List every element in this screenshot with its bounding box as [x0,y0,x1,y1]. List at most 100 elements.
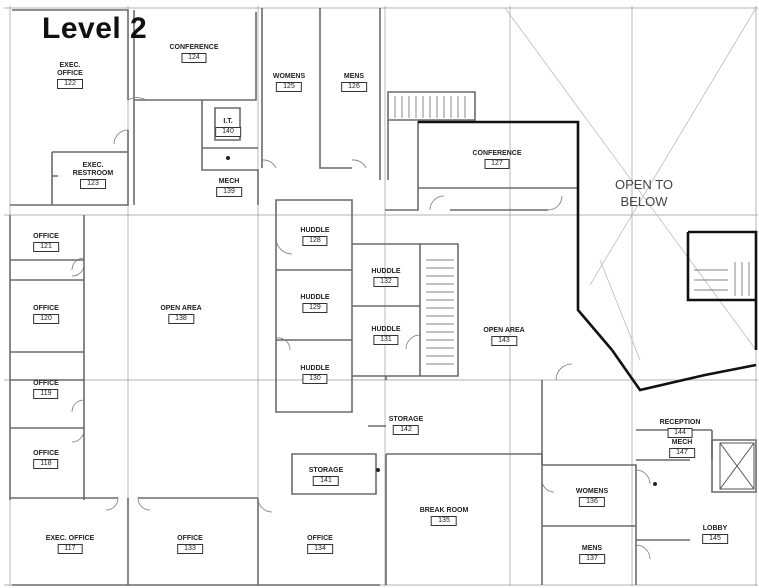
room-number: 124 [181,53,207,63]
room-number: 138 [168,314,194,324]
room-number: 130 [302,374,328,384]
room-conference-124[interactable]: CONFERENCE 124 [169,44,219,63]
room-name: CONFERENCE [169,44,219,51]
room-womens-136[interactable]: WOMENS 136 [576,488,608,507]
room-number: 133 [177,544,203,554]
elevator-shaft [719,442,755,490]
room-exec-office-122[interactable]: EXEC. OFFICE 122 [46,62,94,89]
column-grid [4,6,758,586]
room-storage-141[interactable]: STORAGE 141 [308,467,344,486]
room-lobby-145[interactable]: LOBBY 145 [702,525,728,544]
mech-markers [226,156,657,486]
room-mech-139[interactable]: MECH 139 [216,178,242,197]
room-name: HUDDLE [371,326,401,333]
room-number: 140 [215,127,241,137]
room-office-134[interactable]: OFFICE 134 [307,535,333,554]
room-open-area-138[interactable]: OPEN AREA 138 [160,305,202,324]
room-number: 127 [484,159,510,169]
room-break-room-135[interactable]: BREAK ROOM 135 [419,507,469,526]
room-exec-office-117[interactable]: EXEC. OFFICE 117 [45,535,95,554]
atrium-outline [418,120,758,392]
room-number: 131 [373,335,399,345]
room-name: OFFICE [33,380,59,387]
room-name: MENS [581,545,603,552]
room-mech-147[interactable]: MECH 147 [669,439,695,458]
room-storage-142[interactable]: STORAGE 142 [388,416,424,435]
room-name: HUDDLE [371,268,401,275]
room-number: 144 [667,428,693,438]
room-number: 135 [431,516,457,526]
room-name: OFFICE [33,233,59,240]
room-number: 126 [341,82,367,92]
room-huddle-131[interactable]: HUDDLE 131 [371,326,401,345]
room-number: 118 [33,459,59,469]
stair-treads [394,96,750,365]
room-office-119[interactable]: OFFICE 119 [33,380,59,399]
room-huddle-128[interactable]: HUDDLE 128 [300,227,330,246]
open-to-below-label: OPEN TO BELOW [615,176,673,210]
room-name: OPEN AREA [160,305,202,312]
room-mens-126[interactable]: MENS 126 [341,73,367,92]
room-name: HUDDLE [300,365,330,372]
room-huddle-129[interactable]: HUDDLE 129 [300,294,330,313]
room-open-area-143[interactable]: OPEN AREA 143 [483,327,525,346]
room-number: 120 [33,314,59,324]
room-name: WOMENS [272,73,306,80]
room-office-120[interactable]: OFFICE 120 [33,305,59,324]
room-number: 147 [669,448,695,458]
room-number: 129 [302,303,328,313]
room-number: 128 [302,236,328,246]
room-womens-125[interactable]: WOMENS 125 [273,73,305,92]
room-name: I.T. [223,118,233,125]
room-name: EXEC. OFFICE [45,535,95,542]
room-exec-restroom-123[interactable]: EXEC. RESTROOM 123 [69,162,117,189]
room-number: 122 [57,79,83,89]
room-name: OFFICE [33,305,59,312]
room-name: OFFICE [33,450,59,457]
room-name: MECH [671,439,693,446]
room-reception-144[interactable]: RECEPTION 144 [659,419,701,438]
room-number: 143 [491,336,517,346]
room-number: 134 [307,544,333,554]
room-office-118[interactable]: OFFICE 118 [33,450,59,469]
walls [9,8,757,586]
room-name: EXEC. RESTROOM [72,162,114,177]
room-name: LOBBY [702,525,728,532]
room-name: OFFICE [307,535,333,542]
room-name: MECH [218,178,240,185]
room-huddle-132[interactable]: HUDDLE 132 [371,268,401,287]
room-number: 136 [579,497,605,507]
room-name: WOMENS [575,488,609,495]
room-number: 121 [33,242,59,252]
room-number: 132 [373,277,399,287]
room-name: HUDDLE [300,227,330,234]
room-name: STORAGE [388,416,424,423]
room-it-140[interactable]: I.T. 140 [215,118,241,137]
room-number: 117 [57,544,83,554]
room-mens-137[interactable]: MENS 137 [579,545,605,564]
room-huddle-130[interactable]: HUDDLE 130 [300,365,330,384]
room-name: STORAGE [308,467,344,474]
room-name: OPEN AREA [483,327,525,334]
level-title: Level 2 [42,12,148,45]
room-number: 145 [702,534,728,544]
room-name: OFFICE [177,535,203,542]
room-name: BREAK ROOM [419,507,469,514]
room-office-121[interactable]: OFFICE 121 [33,233,59,252]
room-office-133[interactable]: OFFICE 133 [177,535,203,554]
room-number: 123 [80,179,106,189]
open-to-below-diagonals [504,7,757,361]
room-name: RECEPTION [659,419,701,426]
room-number: 125 [276,82,302,92]
room-name: EXEC. OFFICE [57,62,83,77]
room-number: 137 [579,554,605,564]
room-number: 141 [313,476,339,486]
door-swings [71,97,651,560]
room-name: CONFERENCE [472,150,522,157]
room-number: 142 [393,425,419,435]
open-to-below-line-1: OPEN TO [614,177,674,192]
room-name: HUDDLE [300,294,330,301]
room-conference-127[interactable]: CONFERENCE 127 [472,150,522,169]
open-to-below-line-2: BELOW [620,194,668,209]
